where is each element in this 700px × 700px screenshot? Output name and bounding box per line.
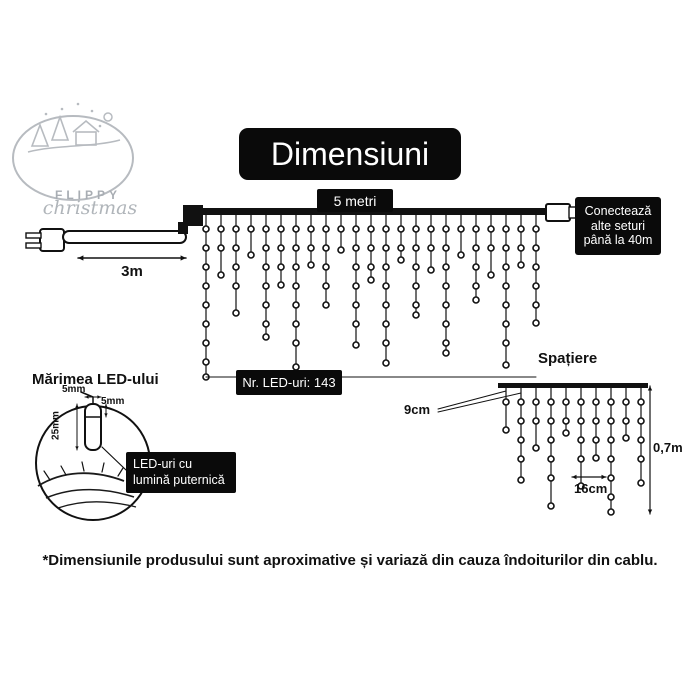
footnote-text: *Dimensiunile produsului sunt aproximati…: [42, 552, 658, 569]
curtain-length-badge: 5 metri: [317, 189, 393, 212]
led-size-heading: Mărimea LED-ului: [32, 371, 159, 388]
bulb-width-label: 5mm: [62, 384, 86, 395]
page-title: Dimensiuni: [239, 128, 461, 180]
brand-logo-name: FLIPPY: [54, 188, 121, 202]
drop-gap-label: 9cm: [404, 402, 431, 417]
led-spacing-label: 16cm: [574, 481, 608, 496]
bulb-head-label: 5mm: [101, 396, 125, 407]
spacing-heading: Spațiere: [538, 350, 598, 367]
led-callout-badge: LED-uri cu lumină puternică: [126, 452, 236, 494]
connect-note-badge: Conectează alte seturi până la 40m: [575, 197, 661, 255]
bulb-length-label: 25mm: [50, 411, 62, 440]
led-count-badge: Nr. LED-uri: 143: [236, 370, 342, 395]
cable-length-label: 3m: [121, 263, 143, 280]
curtain-height-label: 0,7m: [653, 440, 683, 455]
brand-logo-script: christmas: [42, 197, 138, 219]
